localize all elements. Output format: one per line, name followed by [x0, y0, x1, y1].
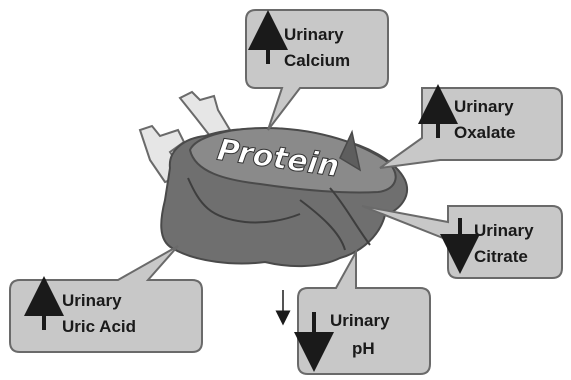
bone-top — [180, 92, 230, 136]
callout-urinary-ph: Urinary pH — [298, 252, 430, 374]
oxalate-line1: Urinary — [454, 97, 514, 116]
callout-urinary-oxalate: Urinary Oxalate — [380, 88, 562, 168]
citrate-line1: Urinary — [474, 221, 534, 240]
callout-urinary-citrate: Urinary Citrate — [362, 206, 562, 278]
oxalate-line2: Oxalate — [454, 123, 515, 142]
calcium-line2: Calcium — [284, 51, 350, 70]
ph-line1: Urinary — [330, 311, 390, 330]
uric-acid-line2: Uric Acid — [62, 317, 136, 336]
callout-urinary-uric-acid: Urinary Uric Acid — [10, 246, 202, 352]
callout-urinary-calcium: Urinary Calcium — [246, 10, 388, 130]
calcium-line1: Urinary — [284, 25, 344, 44]
ph-line2: pH — [352, 339, 375, 358]
citrate-line2: Citrate — [474, 247, 528, 266]
uric-acid-line1: Urinary — [62, 291, 122, 310]
